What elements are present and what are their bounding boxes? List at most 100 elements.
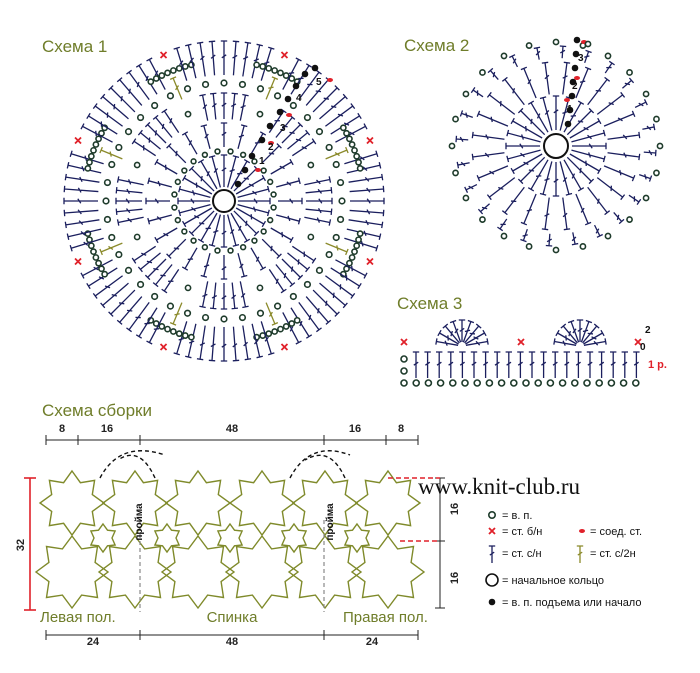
chain-stitch bbox=[270, 191, 277, 198]
double-crochet-stitch bbox=[281, 258, 304, 281]
double-crochet-stitch bbox=[144, 121, 167, 144]
double-crochet-stitch bbox=[348, 173, 384, 183]
double-crochet-stitch bbox=[567, 319, 580, 343]
chain-stitch bbox=[448, 379, 457, 387]
scheme-3-row-label: 1 р. bbox=[648, 359, 667, 371]
double-crochet-stitch bbox=[137, 129, 161, 150]
top-dim-2: 16 bbox=[101, 423, 113, 435]
double-crochet-stitch bbox=[230, 212, 251, 243]
double-crochet-stitch bbox=[505, 351, 512, 378]
scheme-2-title: Схема 2 bbox=[404, 36, 469, 55]
chain-stitch bbox=[124, 128, 133, 136]
flower-motif bbox=[287, 534, 363, 610]
double-crochet-stitch bbox=[603, 110, 636, 127]
slip-stitch-mark bbox=[579, 529, 585, 533]
double-crochet-stitch bbox=[220, 327, 228, 362]
chain-stitch bbox=[98, 265, 105, 273]
chain-stitch bbox=[151, 101, 159, 110]
chain-stitch bbox=[604, 232, 612, 240]
chain-stitch bbox=[166, 302, 175, 310]
double-crochet-stitch bbox=[527, 159, 549, 192]
double-crochet-stitch bbox=[437, 329, 459, 345]
double-crochet-stitch bbox=[575, 351, 582, 378]
chain-stitch bbox=[102, 197, 110, 205]
chain-stitch bbox=[325, 250, 333, 259]
double-crochet-stitch bbox=[291, 138, 317, 157]
double-crochet-stitch bbox=[584, 49, 592, 64]
single-crochet-mark bbox=[366, 257, 374, 266]
left-dim: 32 bbox=[15, 539, 27, 551]
chain-stitch bbox=[277, 69, 284, 77]
scheme-2-row-3: 3 bbox=[578, 53, 584, 64]
double-crochet-stitch bbox=[510, 153, 543, 175]
turning-chain-dot bbox=[571, 64, 579, 72]
chain-stitch bbox=[653, 115, 660, 123]
chain-stitch bbox=[356, 230, 364, 238]
turning-chain-dot bbox=[488, 598, 496, 606]
chain-stitch bbox=[485, 379, 494, 387]
chain-stitch bbox=[479, 216, 486, 223]
double-crochet-stitch bbox=[275, 264, 296, 288]
double-crochet-stitch bbox=[100, 282, 129, 309]
chain-stitch bbox=[95, 259, 102, 267]
double-crochet-stitch bbox=[185, 43, 197, 79]
chain-stitch bbox=[353, 152, 361, 160]
double-crochet-stitch bbox=[572, 142, 607, 150]
legend-hdc-text: = ст. с/2н bbox=[590, 548, 636, 560]
scheme-1-row-5: 5 bbox=[316, 77, 322, 88]
double-crochet-stitch bbox=[344, 150, 379, 165]
single-crochet-mark bbox=[517, 338, 525, 346]
slip-stitch-mark bbox=[327, 78, 333, 82]
chain-stitch bbox=[583, 379, 591, 387]
double-crochet-stitch bbox=[92, 275, 123, 299]
double-crochet-stitch bbox=[465, 338, 489, 346]
flower-motif bbox=[343, 522, 371, 554]
legend-chain-text: = в. п. bbox=[502, 510, 532, 522]
double-crochet-stitch bbox=[181, 131, 198, 155]
chain-stitch bbox=[158, 72, 166, 79]
double-crochet-stitch bbox=[137, 252, 161, 273]
double-crochet-stitch bbox=[506, 129, 541, 143]
double-crochet-stitch bbox=[643, 149, 657, 157]
double-crochet-stitch bbox=[250, 131, 267, 155]
double-crochet-stitch bbox=[633, 351, 640, 378]
double-crochet-stitch bbox=[517, 351, 524, 378]
double-crochet-stitch bbox=[242, 41, 252, 77]
half-double-crochet-stitch bbox=[99, 146, 123, 160]
chain-stitch bbox=[355, 236, 362, 244]
chain-stitch bbox=[183, 85, 192, 93]
chain-stitch bbox=[525, 243, 533, 250]
double-crochet-stitch bbox=[346, 162, 382, 174]
single-crochet-mark bbox=[280, 343, 289, 351]
chain-stitch bbox=[642, 194, 650, 202]
double-crochet-stitch bbox=[621, 351, 628, 378]
flower-motif bbox=[228, 469, 296, 537]
double-crochet-stitch bbox=[603, 165, 636, 182]
right-dim-2: 16 bbox=[449, 572, 461, 584]
chain-stitch bbox=[303, 280, 312, 289]
chain-stitch bbox=[181, 332, 189, 339]
scheme-3-title: Схема 3 bbox=[397, 294, 462, 313]
double-crochet-stitch bbox=[173, 321, 188, 356]
double-crochet-stitch bbox=[242, 325, 252, 361]
double-crochet-stitch bbox=[501, 76, 525, 106]
double-crochet-stitch bbox=[182, 207, 213, 228]
double-crochet-stitch bbox=[251, 43, 263, 79]
double-crochet-stitch bbox=[539, 96, 553, 131]
top-dim-4: 16 bbox=[349, 423, 361, 435]
double-crochet-stitch bbox=[237, 203, 270, 217]
double-crochet-stitch bbox=[64, 173, 100, 183]
flower-motif bbox=[280, 522, 308, 554]
chain-stitch bbox=[289, 101, 297, 110]
double-crochet-stitch bbox=[185, 323, 197, 359]
double-crochet-stitch bbox=[230, 92, 239, 120]
double-crochet-stitch bbox=[64, 219, 100, 229]
double-crochet-stitch bbox=[412, 351, 420, 378]
turning-chain-dot bbox=[311, 64, 319, 72]
chain-stitch bbox=[497, 379, 506, 387]
double-crochet-stitch bbox=[306, 197, 333, 205]
legend-slip-text: = соед. ст. bbox=[590, 526, 642, 538]
top-dim-3: 48 bbox=[226, 423, 238, 435]
double-crochet-stitch bbox=[477, 203, 491, 215]
chain-stitch bbox=[101, 270, 109, 278]
